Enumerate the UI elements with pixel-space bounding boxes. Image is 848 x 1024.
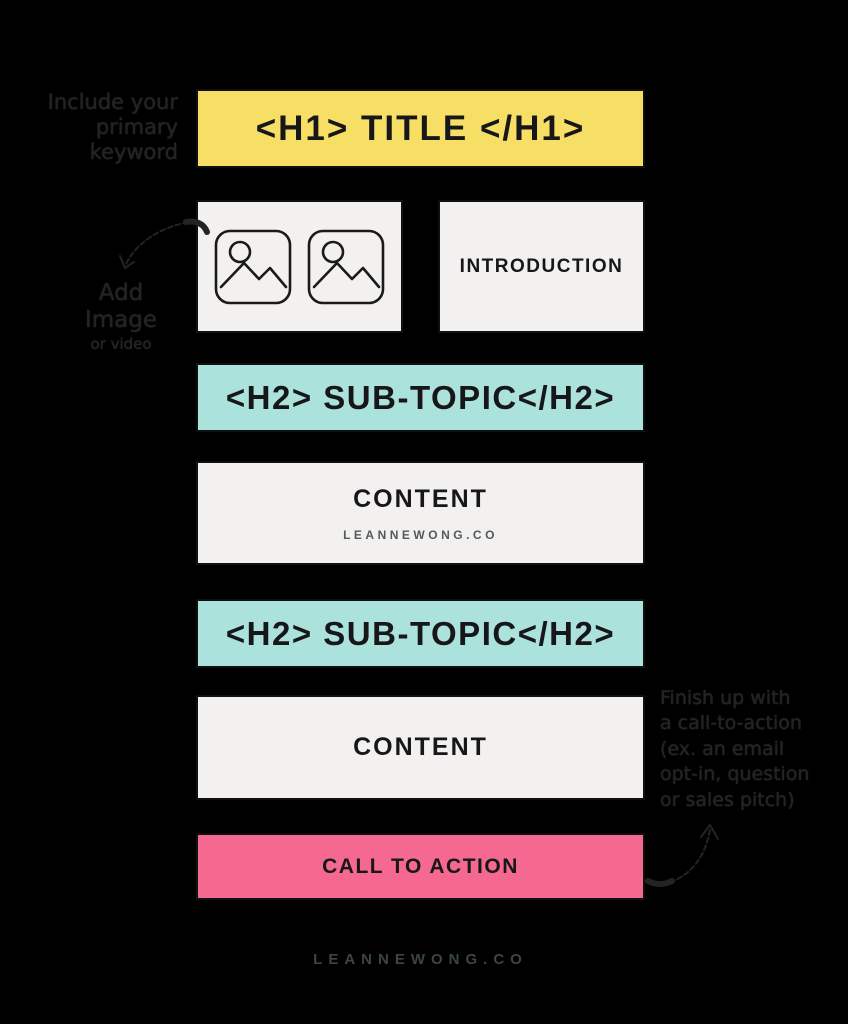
cta-annotation-line: (ex. an email bbox=[660, 737, 785, 760]
media-block bbox=[196, 200, 403, 333]
image-placeholder-icon bbox=[307, 229, 385, 304]
add-image-annotation: Add Image or video bbox=[60, 280, 182, 354]
cta-label: CALL TO ACTION bbox=[322, 854, 519, 878]
subtopic-label-2: <H2> SUB-TOPIC</H2> bbox=[225, 614, 616, 652]
image-placeholder-icon bbox=[214, 229, 292, 304]
cta-block: CALL TO ACTION bbox=[196, 833, 645, 900]
curved-arrow-cta bbox=[645, 824, 719, 887]
subtopic-block-2: <H2> SUB-TOPIC</H2> bbox=[196, 599, 645, 668]
curved-arrow-add-image bbox=[119, 218, 210, 269]
keyword-annotation-line: Include your bbox=[47, 90, 178, 114]
add-image-annotation-title: Add Image bbox=[84, 280, 158, 334]
content-label-2: CONTENT bbox=[353, 733, 488, 761]
subtopic-label-1: <H2> SUB-TOPIC</H2> bbox=[225, 378, 616, 416]
keyword-annotation-line: keyword bbox=[89, 139, 178, 164]
h1-title-label: <H1> TITLE </H1> bbox=[255, 108, 586, 148]
cta-annotation-line: opt-in, question bbox=[660, 763, 810, 786]
keyword-annotation: Include your primary keyword bbox=[40, 90, 178, 164]
cta-annotation: Finish up with a call-to-action (ex. an … bbox=[660, 686, 846, 813]
subtopic-block-1: <H2> SUB-TOPIC</H2> bbox=[196, 363, 645, 432]
content-label-1: CONTENT bbox=[353, 484, 488, 513]
content-block-1: CONTENT LEANNEWONG.CO bbox=[196, 461, 645, 565]
keyword-annotation-line: primary bbox=[95, 114, 178, 139]
add-image-annotation-subtitle: or video bbox=[90, 335, 152, 354]
introduction-label: INTRODUCTION bbox=[459, 255, 624, 277]
cta-annotation-line: Finish up with bbox=[660, 687, 791, 709]
introduction-block: INTRODUCTION bbox=[438, 200, 645, 333]
content-block-2: CONTENT bbox=[196, 695, 645, 800]
content-watermark: LEANNEWONG.CO bbox=[343, 527, 498, 542]
cta-annotation-line: a call-to-action bbox=[660, 712, 802, 735]
h1-title-block: <H1> TITLE </H1> bbox=[196, 89, 645, 168]
footer-brand: LEANNEWONG.CO bbox=[313, 951, 528, 968]
cta-annotation-line: or sales pitch) bbox=[660, 788, 795, 811]
